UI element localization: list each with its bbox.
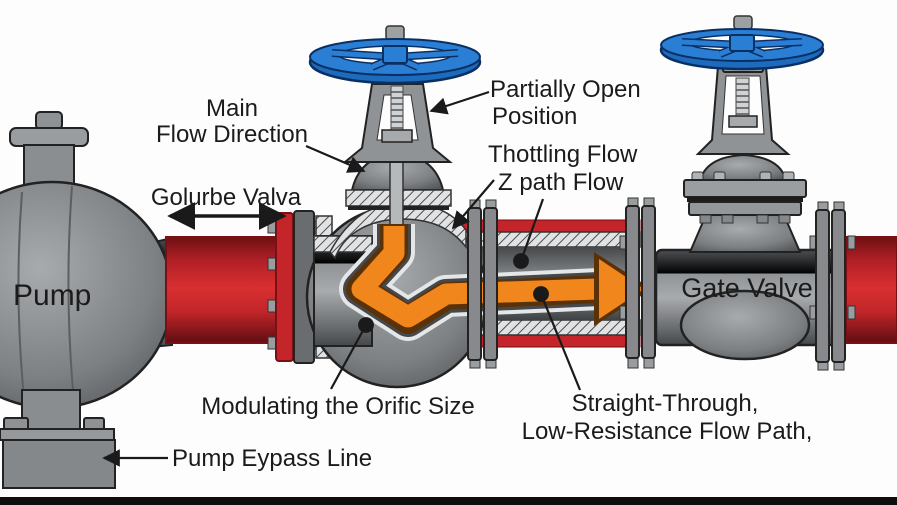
gate-valve: Gate Valve bbox=[654, 15, 842, 361]
flange-plate bbox=[815, 209, 830, 363]
flange-bolt bbox=[699, 214, 712, 224]
label-globe-valve: Golurbe Valva bbox=[151, 184, 302, 211]
gate-bonnet-dome bbox=[698, 153, 788, 182]
bottom-bar bbox=[0, 497, 897, 505]
handwheel-hub bbox=[382, 45, 408, 64]
flange-bolt bbox=[847, 305, 856, 320]
flange-bolt bbox=[627, 357, 639, 369]
leader-main-flow-direction bbox=[305, 144, 366, 173]
red-flange bbox=[275, 212, 294, 362]
label-partially-open-line2: Position bbox=[492, 103, 577, 130]
handwheel-hub bbox=[729, 34, 755, 52]
flange-plate bbox=[688, 201, 802, 216]
flange-bolt bbox=[847, 235, 856, 250]
globe-stem-threads bbox=[391, 91, 403, 129]
gate-body-bulge bbox=[679, 289, 811, 361]
pump-pedestal bbox=[21, 389, 81, 435]
pump: Pump bbox=[0, 111, 174, 489]
label-partially-open-line1: Partially Open bbox=[490, 76, 641, 103]
flange-plate bbox=[483, 207, 498, 361]
gate-bonnet-flange bbox=[683, 171, 807, 224]
globe-stem-cap bbox=[385, 25, 405, 41]
flange-plate bbox=[625, 205, 640, 359]
leader-modulating-orifice bbox=[330, 317, 374, 390]
label-z-path-flow: Z path Flow bbox=[498, 169, 624, 196]
pump-base-block bbox=[2, 439, 116, 489]
pump-top-flange bbox=[9, 127, 89, 147]
pump-base-plate bbox=[0, 428, 115, 441]
label-pump-bypass: Pump Eypass Line bbox=[172, 445, 372, 472]
flange-bolt bbox=[721, 214, 734, 224]
label-throttling-flow: Thottling Flow bbox=[488, 141, 638, 168]
label-main-flow-line2: Flow Direction bbox=[156, 121, 308, 148]
outlet-pipe bbox=[809, 201, 897, 371]
leader-throttling-flow bbox=[451, 179, 495, 230]
gate-stem-threads bbox=[736, 83, 749, 115]
label-main-flow-line1: Main bbox=[206, 95, 258, 122]
globe-stem-nut bbox=[381, 129, 413, 143]
gasket bbox=[687, 197, 803, 202]
pump-label: Pump bbox=[13, 279, 91, 312]
pump-seam bbox=[67, 185, 75, 403]
leader-straight-through bbox=[533, 286, 582, 391]
pipe-right-flange-pair bbox=[619, 197, 656, 369]
flange-plate bbox=[831, 209, 846, 363]
pump-seam bbox=[17, 191, 25, 399]
gate-valve-label: Gate Valve bbox=[681, 273, 813, 303]
flange-plate bbox=[641, 205, 656, 359]
flange-plate bbox=[683, 179, 807, 198]
flange-bolt bbox=[778, 214, 791, 224]
pump-top-cap bbox=[35, 111, 63, 130]
red-pipe bbox=[165, 236, 283, 344]
flow-arrowhead bbox=[599, 259, 644, 319]
labels: Main Flow Direction Golurbe Valva Partia… bbox=[151, 76, 813, 472]
flange-bolt bbox=[643, 357, 655, 369]
flange-plate bbox=[467, 207, 482, 361]
leader-z-path-flow bbox=[513, 198, 545, 269]
flange-bolt bbox=[756, 214, 769, 224]
label-modulating-orifice: Modulating the Orific Size bbox=[201, 393, 474, 420]
leader-lines bbox=[102, 90, 582, 467]
globe-handwheel bbox=[308, 38, 482, 85]
pump-discharge-pipe bbox=[165, 210, 323, 364]
red-pipe bbox=[845, 236, 897, 344]
gate-stem-nut bbox=[728, 115, 758, 128]
label-straight-through-line1: Straight-Through, bbox=[572, 390, 759, 417]
pipe-left-flange-pair bbox=[467, 199, 498, 369]
gate-handwheel bbox=[659, 28, 825, 71]
leader-partially-open bbox=[429, 90, 490, 115]
label-straight-through-line2: Low-Resistance Flow Path, bbox=[522, 418, 813, 445]
gate-stem-cap bbox=[733, 15, 753, 30]
